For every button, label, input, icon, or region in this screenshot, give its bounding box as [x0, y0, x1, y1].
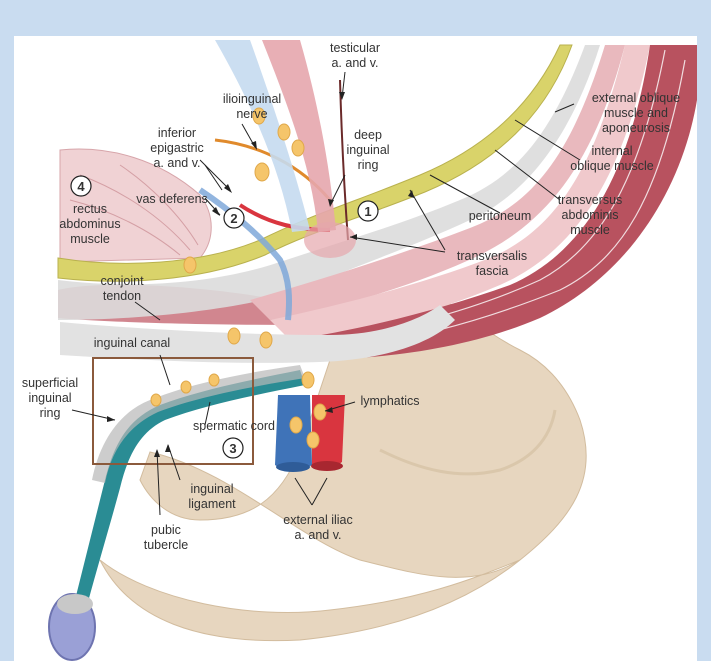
- lymph-node: [180, 380, 192, 394]
- label-pubic-tubercle: pubic: [151, 523, 181, 537]
- marker-3: 3: [222, 437, 244, 459]
- label-transversalis: transversalis: [457, 249, 527, 263]
- marker-2: 2: [223, 207, 245, 229]
- pelvic-bone: [99, 284, 587, 642]
- label-conjoint-2: tendon: [103, 289, 141, 303]
- label-external-oblique: external oblique: [592, 91, 680, 105]
- lymph-node: [208, 373, 220, 387]
- lymph-nodes: [150, 107, 327, 449]
- label-transversus-3: muscle: [570, 223, 610, 237]
- lymph-node: [227, 327, 241, 345]
- label-inguinal-canal: inguinal canal: [94, 336, 170, 350]
- label-inguinal-ligament: inguinal: [190, 482, 233, 496]
- label-transversalis-2: fascia: [476, 264, 509, 278]
- label-inferior-epigastric: inferior: [158, 126, 196, 140]
- marker-1: 1: [357, 200, 379, 222]
- label-peritoneum: peritoneum: [469, 209, 532, 223]
- lymph-node: [306, 431, 320, 449]
- svg-text:1: 1: [364, 204, 371, 219]
- label-ilioinguinal-2: nerve: [236, 107, 267, 121]
- deep-inguinal-ring: [304, 222, 356, 258]
- label-rectus: rectus: [73, 202, 107, 216]
- label-testicular-2: a. and v.: [331, 56, 378, 70]
- label-external-oblique-2: muscle and: [604, 106, 668, 120]
- superficial-region-box: [92, 357, 254, 465]
- labels: testicular a. and v. ilioinguinal nerve …: [22, 41, 680, 552]
- label-external-oblique-3: aponeurosis: [602, 121, 670, 135]
- label-deep-ring-2: inguinal: [346, 143, 389, 157]
- label-conjoint: conjoint: [100, 274, 144, 288]
- label-vas-deferens: vas deferens: [136, 192, 208, 206]
- internal-oblique-band: [270, 45, 650, 340]
- lymph-node: [301, 371, 315, 389]
- lymph-node: [150, 393, 162, 407]
- lymph-node: [289, 416, 303, 434]
- transversalis-fascia: [58, 45, 600, 320]
- lymph-node: [254, 162, 270, 182]
- testicular-vein-band: [215, 40, 310, 232]
- iliac-artery-opening: [311, 461, 343, 471]
- rectus-abdominus-muscle: [59, 148, 212, 263]
- testis-head: [57, 594, 93, 614]
- testicular-vessels: [262, 40, 336, 232]
- label-superficial: superficial: [22, 376, 78, 390]
- inguinal-canal-floor: [60, 305, 455, 363]
- iliac-vein-opening: [276, 462, 310, 472]
- inferior-epigastric-vessels: [198, 187, 292, 321]
- label-testicular: testicular: [330, 41, 380, 55]
- label-spermatic-cord: spermatic cord: [193, 419, 275, 433]
- svg-text:4: 4: [77, 179, 85, 194]
- label-internal-oblique: internal: [592, 144, 633, 158]
- label-inferior-epigastric-2: epigastric: [150, 141, 204, 155]
- label-ilioinguinal: ilioinguinal: [223, 92, 281, 106]
- lymph-node: [291, 139, 305, 157]
- label-external-iliac-2: a. and v.: [294, 528, 341, 542]
- label-superficial-3: ring: [40, 406, 61, 420]
- label-pubic-tubercle-2: tubercle: [144, 538, 189, 552]
- bone-highlight: [379, 409, 557, 476]
- spermatic-cord-sheath: [92, 365, 305, 483]
- lymph-node: [183, 256, 197, 274]
- label-transversus: transversus: [558, 193, 623, 207]
- lymph-node: [277, 123, 291, 141]
- label-internal-oblique-2: oblique muscle: [570, 159, 653, 173]
- external-oblique-band: [290, 45, 697, 360]
- label-transversus-2: abdominis: [562, 208, 619, 222]
- label-deep-ring: deep: [354, 128, 382, 142]
- lymph-node: [313, 403, 327, 421]
- label-rectus-3: muscle: [70, 232, 110, 246]
- label-inferior-epigastric-3: a. and v.: [153, 156, 200, 170]
- lymph-node: [259, 331, 273, 349]
- leader-arrowheads: [107, 92, 414, 457]
- label-lymphatics: lymphatics: [360, 394, 419, 408]
- label-deep-ring-3: ring: [358, 158, 379, 172]
- lymph-node: [252, 107, 266, 125]
- svg-text:2: 2: [230, 211, 237, 226]
- label-inguinal-ligament-2: ligament: [188, 497, 236, 511]
- label-superficial-2: inguinal: [28, 391, 71, 405]
- marker-4: 4: [70, 175, 92, 197]
- svg-text:3: 3: [229, 441, 236, 456]
- label-external-iliac: external iliac: [283, 513, 352, 527]
- testicular-artery: [339, 79, 349, 241]
- label-rectus-2: abdominus: [59, 217, 120, 231]
